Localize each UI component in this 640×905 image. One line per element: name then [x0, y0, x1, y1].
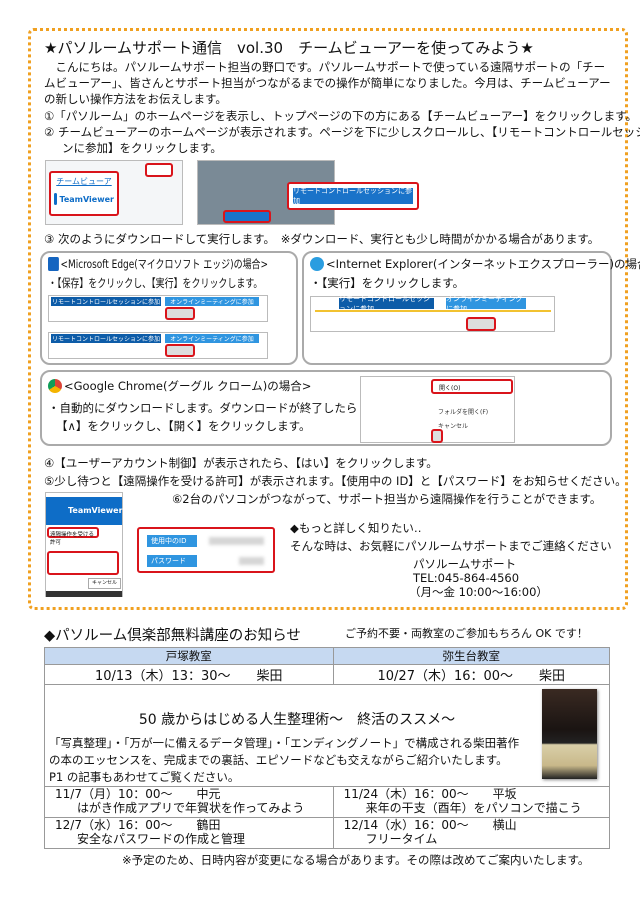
- edge-heading: <Microsoft Edge(マイクロソフト エッジ)の場合>: [60, 257, 269, 271]
- join-session-highlight: [223, 210, 271, 223]
- step-2: ② チームビューアーのホームページが表示されます。ページを下に少しスクロールし、…: [44, 125, 640, 139]
- ie-online-meeting: オンラインミーティングに参加: [446, 295, 526, 313]
- instructor-photo: [542, 689, 597, 779]
- feature-body-2: の本のエッセンスを、完成までの裏話、エピソードなども交えながらご紹介いたします。: [49, 753, 508, 767]
- footer-note: ※予定のため、日時内容が変更になる場合があります。その際は改めてご案内いたします…: [122, 853, 590, 867]
- step-6: ⑥2台のパソコンがつながって、サポート担当から遠隔操作を行うことができます。: [172, 492, 602, 506]
- feature-title: 50 歳からはじめる人生整理術～ 終活のススメ～: [138, 712, 456, 728]
- join-session-callout: リモートコントロールセッションに参加: [287, 182, 419, 210]
- allow-remote-highlight: 遠隔操作を受ける許可: [47, 527, 99, 546]
- id-password-highlight: [47, 551, 119, 575]
- teamviewer-link[interactable]: チームビューア: [56, 177, 112, 186]
- step-1: ①「パソルーム」のホームページを表示し、トップページの下の方にある【チームビュー…: [44, 109, 638, 123]
- teamviewer-logo-text: TeamViewer: [59, 194, 114, 204]
- edge-join-session-2: リモートコントロールセッションに参加: [51, 334, 161, 343]
- chrome-description-2: 【∧】をクリックし、【開く】をクリックします。: [56, 419, 311, 433]
- teamviewer-app-screenshot: TeamViewer 遠隔操作を受ける許可 キャンセル: [45, 492, 123, 597]
- edge-run-screenshot: リモートコントロールセッションに参加 オンラインミーティングに参加: [48, 332, 268, 359]
- step-2-cont: ンに参加】をクリックします。: [62, 141, 222, 155]
- course-when: 11/7（月）10：00～ 中元: [55, 787, 221, 801]
- course-when: 12/7（水）16：00～ 鶴田: [55, 818, 221, 832]
- teamviewer-link-callout: チームビューア TeamViewer: [49, 171, 119, 216]
- chrome-icon: [48, 379, 62, 393]
- course-when: 11/24（木）16：00～ 平坂: [343, 787, 517, 801]
- table-row: 11/24（木）16：00～ 平坂来年の干支（酉年）をパソコンで描こう: [332, 786, 611, 818]
- contact-name: パソルームサポート: [413, 557, 517, 571]
- chrome-heading: <Google Chrome(グーグル クローム)の場合>: [64, 379, 312, 393]
- intro-paragraph: こんにちは。パソルームサポート担当の野口です。パソルームサポートで使っている遠隔…: [44, 60, 611, 106]
- table-cell: 10/13（木）13：30～ 柴田: [44, 664, 334, 685]
- course-topic: フリータイム: [365, 832, 438, 846]
- ie-run-screenshot: リモートコントロールセッションに参加 オンラインミーティングに参加: [310, 295, 555, 332]
- feature-body-3: P1 の記事もあわせてご覧ください。: [49, 770, 240, 784]
- page-title: ★パソルームサポート通信 vol.30 チームビューアーを使ってみよう★: [44, 39, 534, 57]
- chrome-open-highlight: 開く(O): [431, 379, 513, 394]
- password-label: パスワード: [147, 555, 197, 567]
- edge-join-session: リモートコントロールセッションに参加: [51, 297, 161, 306]
- feature-course: 50 歳からはじめる人生整理術～ 終活のススメ～ 「写真整理」・「万が一に備える…: [44, 684, 610, 787]
- edge-online-meeting: オンラインミーティングに参加: [165, 297, 259, 306]
- step-5: ⑤少し待つと【遠隔操作を受ける許可】が表示されます。【使用中の ID】と【パスワ…: [44, 474, 627, 488]
- table-row: 12/14（水）16：00～ 横山フリータイム: [332, 817, 611, 849]
- save-button-highlight: [165, 307, 195, 320]
- course-when: 12/14（水）16：00～ 横山: [343, 818, 517, 832]
- id-label: 使用中のID: [147, 535, 197, 547]
- course-topic: 来年の干支（酉年）をパソコンで描こう: [365, 801, 582, 815]
- ie-instructions: <Internet Explorer(インターネットエクスプローラー)の場合> …: [302, 251, 640, 365]
- chrome-description-1: ・自動的にダウンロードします。ダウンロードが終了したら: [48, 401, 358, 415]
- chrome-instructions: <Google Chrome(グーグル クローム)の場合> ・自動的にダウンロー…: [40, 370, 612, 446]
- step-4: ④【ユーザーアカウント制御】が表示されたら、【はい】をクリックします。: [44, 456, 438, 470]
- edge-online-meeting-2: オンラインミーティングに参加: [165, 334, 259, 343]
- ie-run-highlight: [466, 317, 496, 331]
- newsletter-frame: [28, 28, 628, 610]
- id-password-callout: 使用中のID パスワード: [137, 527, 275, 573]
- edge-description: ・【保存】をクリックし、【実行】をクリックします。: [48, 276, 263, 290]
- cancel-button: キャンセル: [88, 578, 121, 589]
- course-topic: 安全なパスワードの作成と管理: [77, 832, 246, 846]
- step-3: ③ 次のようにダウンロードして実行します。 ※ダウンロード、実行とも少し時間がか…: [44, 232, 600, 246]
- chrome-open-folder: フォルダを開く(F): [438, 409, 489, 416]
- header-totsuka: 戸塚教室: [44, 647, 334, 665]
- table-row: 12/7（水）16：00～ 鶴田安全なパスワードの作成と管理: [44, 817, 334, 849]
- contact-tel: TEL:045-864-4560: [413, 571, 520, 585]
- edge-save-screenshot: リモートコントロールセッションに参加 オンラインミーティングに参加: [48, 295, 268, 322]
- chrome-download-screenshot: 開く(O) フォルダを開く(F) キャンセル: [360, 376, 515, 443]
- link-highlight: [145, 163, 173, 177]
- feature-body-1: 「写真整理」・「万が一に備えるデータ管理」・「エンディングノート」で構成される柴…: [49, 736, 520, 750]
- teamviewer-logo-icon: [54, 193, 58, 205]
- header-yayoidai: 弥生台教室: [332, 647, 611, 665]
- ie-description: ・【実行】をクリックします。: [310, 276, 465, 290]
- contact-lead: ◆もっと詳しく知りたい‥: [290, 521, 422, 535]
- contact-line: そんな時は、お気軽にパソルームサポートまでご連絡ください: [290, 539, 612, 553]
- ie-icon: [310, 257, 324, 271]
- chrome-caret-highlight: [431, 429, 443, 443]
- ie-join-session: リモートコントロールセッションに参加: [339, 295, 434, 313]
- chrome-cancel: キャンセル: [438, 423, 469, 430]
- join-session-button[interactable]: リモートコントロールセッションに参加: [293, 187, 413, 205]
- club-note: ご予約不要・両教室のご参加もちろん OK です！: [345, 627, 588, 640]
- course-topic: はがき作成アプリで年賀状を作ってみよう: [77, 801, 305, 815]
- table-row: 11/7（月）10：00～ 中元はがき作成アプリで年賀状を作ってみよう: [44, 786, 334, 818]
- homepage-screenshot: チームビューア TeamViewer: [45, 160, 183, 225]
- run-button-highlight: [165, 344, 195, 357]
- edge-instructions: <Microsoft Edge(マイクロソフト エッジ)の場合> ・【保存】をク…: [40, 251, 298, 365]
- contact-hours: （月～金 10:00～16:00）: [409, 585, 548, 599]
- ie-heading: <Internet Explorer(インターネットエクスプローラー)の場合>: [326, 257, 640, 271]
- table-cell: 10/27（木）16：00～ 柴田: [332, 664, 611, 685]
- teamviewer-app-header: TeamViewer: [46, 497, 123, 525]
- club-title: ◆パソルーム倶楽部無料講座のお知らせ: [44, 628, 301, 644]
- edge-icon: [48, 257, 59, 271]
